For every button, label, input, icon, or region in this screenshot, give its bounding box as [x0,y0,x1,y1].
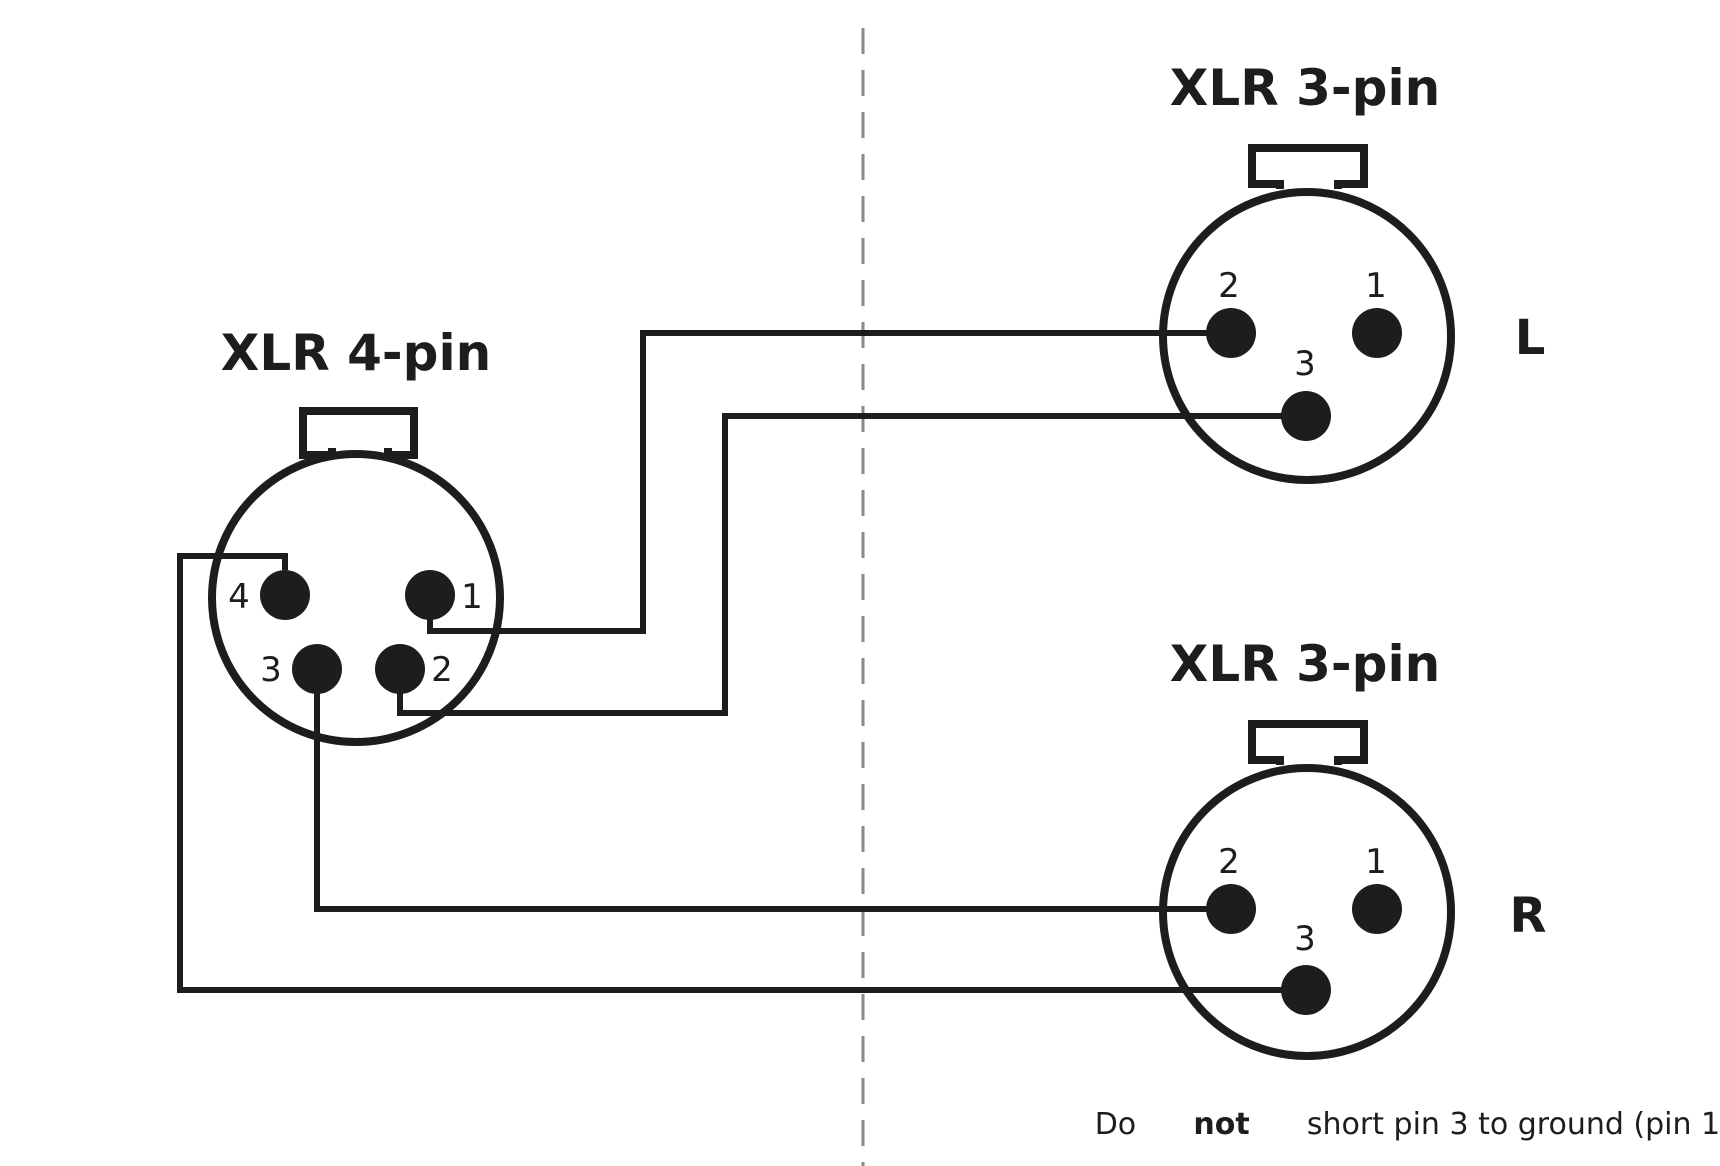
wire-pin1-to-left-pin2 [427,330,1230,634]
xlr-4pin-label-3: 3 [260,650,282,690]
xlr-3pin-right-label-3: 3 [1294,919,1316,959]
channel-label-right: R [1510,888,1547,944]
xlr-4pin-label-4: 4 [228,577,250,617]
channel-label-left: L [1515,310,1546,366]
xlr-4pin-pin-4 [260,570,310,620]
xlr-3pin-left-pin-1 [1352,308,1402,358]
xlr-4pin-pin-1 [405,570,455,620]
xlr-3pin-left-label-3: 3 [1294,344,1316,384]
wire-pin4-to-right-pin3 [177,553,1305,993]
note-emphasis: not [1193,1107,1249,1142]
xlr-4pin-title: XLR 4-pin [221,324,491,382]
xlr-3pin-right-pin-1 [1352,884,1402,934]
xlr-4pin-body [208,450,504,746]
wire-pin3-to-right-pin2 [314,670,1230,912]
ground-warning-note: Do not short pin 3 to ground (pin 1) [1047,1107,1720,1142]
xlr-3pin-left-label-2: 2 [1218,266,1240,306]
xlr-3pin-right-latch [1248,720,1368,765]
wire-pin2-to-left-pin3 [397,413,1305,716]
xlr-3pin-right-pin-2 [1206,884,1256,934]
xlr-3pin-right-label-2: 2 [1218,842,1240,882]
xlr-3pin-left-connector: XLR 3-pin 2 1 3 L [1159,59,1546,484]
xlr-3pin-left-pin-3 [1281,391,1331,441]
xlr-4pin-pin-2 [375,644,425,694]
note-prefix: Do [1095,1107,1146,1142]
xlr-3pin-left-latch [1248,144,1368,189]
xlr-4pin-connector: XLR 4-pin 4 1 3 2 [208,324,504,746]
xlr-4pin-label-1: 1 [461,577,483,617]
xlr-3pin-left-title: XLR 3-pin [1170,59,1440,117]
xlr-3pin-right-connector: XLR 3-pin 2 1 3 R [1159,635,1547,1060]
note-suffix: short pin 3 to ground (pin 1) [1297,1107,1720,1142]
xlr-4pin-label-2: 2 [431,650,453,690]
xlr-3pin-right-label-1: 1 [1365,842,1387,882]
xlr-3pin-left-pin-2 [1206,308,1256,358]
xlr-3pin-left-label-1: 1 [1365,266,1387,306]
xlr-4pin-pin-3 [292,644,342,694]
xlr-3pin-left-body [1159,188,1455,484]
xlr-4pin-latch [299,407,418,459]
xlr-3pin-right-pin-3 [1281,965,1331,1015]
xlr-3pin-right-body [1159,764,1455,1060]
xlr-3pin-right-title: XLR 3-pin [1170,635,1440,693]
